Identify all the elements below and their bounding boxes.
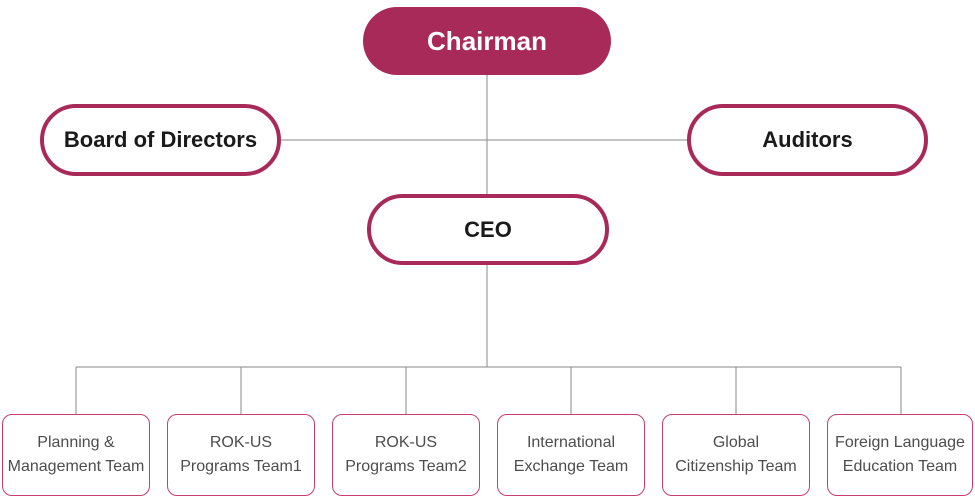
team-box-international-exchange: International Exchange Team [497, 414, 645, 496]
auditors-label: Auditors [762, 127, 853, 152]
ceo-label: CEO [464, 216, 512, 242]
team-label: International Exchange Team [513, 434, 629, 475]
board-of-directors-label: Board of Directors [63, 127, 258, 152]
team-label: ROK-US Programs Team1 [180, 434, 302, 475]
auditors-node: Auditors [687, 104, 928, 176]
chairman-node: Chairman [363, 7, 611, 75]
team-box-rok-us-programs-1: ROK-US Programs Team1 [167, 414, 315, 496]
team-box-global-citizenship: Global Citizenship Team [662, 414, 810, 496]
team-label: Global Citizenship Team [675, 434, 797, 475]
team-label: ROK-US Programs Team2 [345, 434, 467, 475]
board-of-directors-node: Board of Directors [40, 104, 281, 176]
team-label: Foreign Language Education Team [835, 434, 965, 475]
ceo-node: CEO [367, 194, 609, 265]
chairman-label: Chairman [427, 25, 547, 56]
team-box-planning-management: Planning & Management Team [2, 414, 150, 496]
team-box-foreign-language-education: Foreign Language Education Team [827, 414, 973, 496]
team-label: Planning & Management Team [7, 434, 145, 475]
team-box-rok-us-programs-2: ROK-US Programs Team2 [332, 414, 480, 496]
